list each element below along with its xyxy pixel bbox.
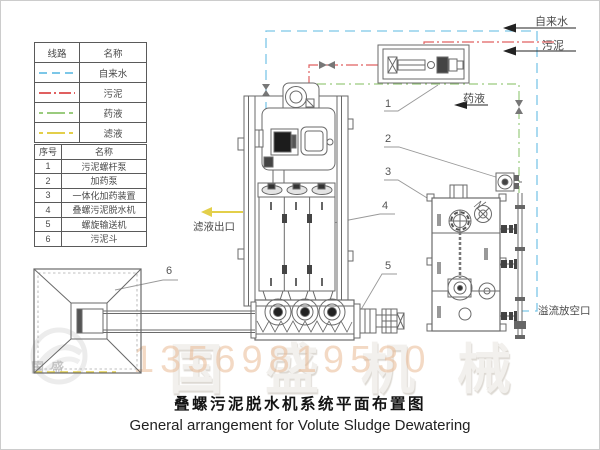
pipe-tap-water bbox=[265, 30, 538, 312]
line-legend-header-line: 线路 bbox=[34, 42, 80, 63]
equipment-name: 一体化加药装置 bbox=[61, 187, 147, 203]
equipment-legend-row: 4 叠螺污泥脱水机 bbox=[34, 202, 147, 218]
callout-3: 3 bbox=[385, 166, 392, 178]
equipment-legend-table: 序号 名称 1 污泥螺杆泵 2 加药泵 3 一体化加药装置 4 叠螺污泥脱水机 … bbox=[34, 144, 147, 247]
line-sample-tap-water bbox=[34, 62, 80, 83]
sludge-hopper-drawing bbox=[33, 268, 255, 374]
equipment-legend-row: 3 一体化加药装置 bbox=[34, 187, 147, 203]
flow-arrow-lines bbox=[464, 27, 576, 106]
filtrate-outlet-label: 滤液出口 bbox=[193, 221, 235, 233]
callout-2: 2 bbox=[385, 133, 392, 145]
equipment-legend-header-name: 名称 bbox=[61, 144, 147, 160]
equipment-name: 加药泵 bbox=[61, 173, 147, 189]
equipment-legend-row: 6 污泥斗 bbox=[34, 231, 147, 247]
pipe-chemical bbox=[317, 83, 520, 193]
screw-conveyor-drawing bbox=[250, 298, 405, 341]
equipment-no: 4 bbox=[34, 202, 62, 218]
equipment-name: 污泥斗 bbox=[61, 231, 147, 247]
callout-1: 1 bbox=[385, 98, 392, 110]
tap-water-label: 自来水 bbox=[535, 16, 568, 28]
line-sample-filtrate bbox=[34, 122, 80, 143]
line-legend-row: 滤液 bbox=[34, 122, 147, 143]
line-sample-sludge bbox=[34, 82, 80, 103]
line-legend-name: 自来水 bbox=[79, 62, 147, 83]
equipment-legend-row: 1 污泥螺杆泵 bbox=[34, 158, 147, 174]
line-legend-name: 滤液 bbox=[79, 122, 147, 143]
watermark-phone: 13569819530 bbox=[133, 339, 432, 381]
flow-arrow-heads bbox=[454, 23, 516, 109]
equipment-no: 6 bbox=[34, 231, 62, 247]
watermark-brand-text: 国盛机械 bbox=[169, 340, 553, 400]
chemical-label: 药液 bbox=[463, 93, 485, 105]
equipment-name: 污泥螺杆泵 bbox=[61, 158, 147, 174]
line-legend-name: 污泥 bbox=[79, 82, 147, 103]
equipment-legend-row: 2 加药泵 bbox=[34, 173, 147, 189]
line-legend-row: 药液 bbox=[34, 102, 147, 123]
filtrate-arrow-icon bbox=[201, 207, 212, 217]
line-legend-name: 药液 bbox=[79, 102, 147, 123]
callout-5: 5 bbox=[385, 260, 392, 272]
equipment-name: 螺旋输送机 bbox=[61, 216, 147, 232]
dosing-pump-drawing bbox=[495, 172, 522, 192]
sludge-pump-drawing bbox=[377, 44, 470, 84]
line-legend-row: 污泥 bbox=[34, 82, 147, 103]
equipment-no: 1 bbox=[34, 158, 62, 174]
sludge-label: 污泥 bbox=[542, 40, 564, 52]
line-sample-chemical bbox=[34, 102, 80, 123]
callout-4: 4 bbox=[382, 200, 389, 212]
overflow-vent-label: 溢流放空口 bbox=[538, 305, 591, 317]
dosing-device-drawing bbox=[426, 172, 526, 339]
line-legend-row: 自来水 bbox=[34, 62, 147, 83]
dewatering-machine-drawing bbox=[237, 82, 354, 307]
equipment-legend-header-no: 序号 bbox=[34, 144, 62, 160]
callout-6: 6 bbox=[166, 265, 173, 277]
pipe-filtrate bbox=[34, 211, 243, 373]
equipment-no: 3 bbox=[34, 187, 62, 203]
drawing-title-en: General arrangement for Volute Sludge De… bbox=[129, 417, 471, 434]
equipment-no: 2 bbox=[34, 173, 62, 189]
line-legend-table: 线路 名称 自来水 污泥 药液 滤液 bbox=[34, 42, 147, 143]
drawing-title-zh: 叠螺污泥脱水机系统平面布置图 bbox=[173, 396, 426, 413]
equipment-legend-row: 5 螺旋输送机 bbox=[34, 216, 147, 232]
equipment-no: 5 bbox=[34, 216, 62, 232]
line-legend-header-name: 名称 bbox=[79, 42, 147, 63]
equipment-name: 叠螺污泥脱水机 bbox=[61, 202, 147, 218]
valve-icons bbox=[262, 61, 523, 114]
